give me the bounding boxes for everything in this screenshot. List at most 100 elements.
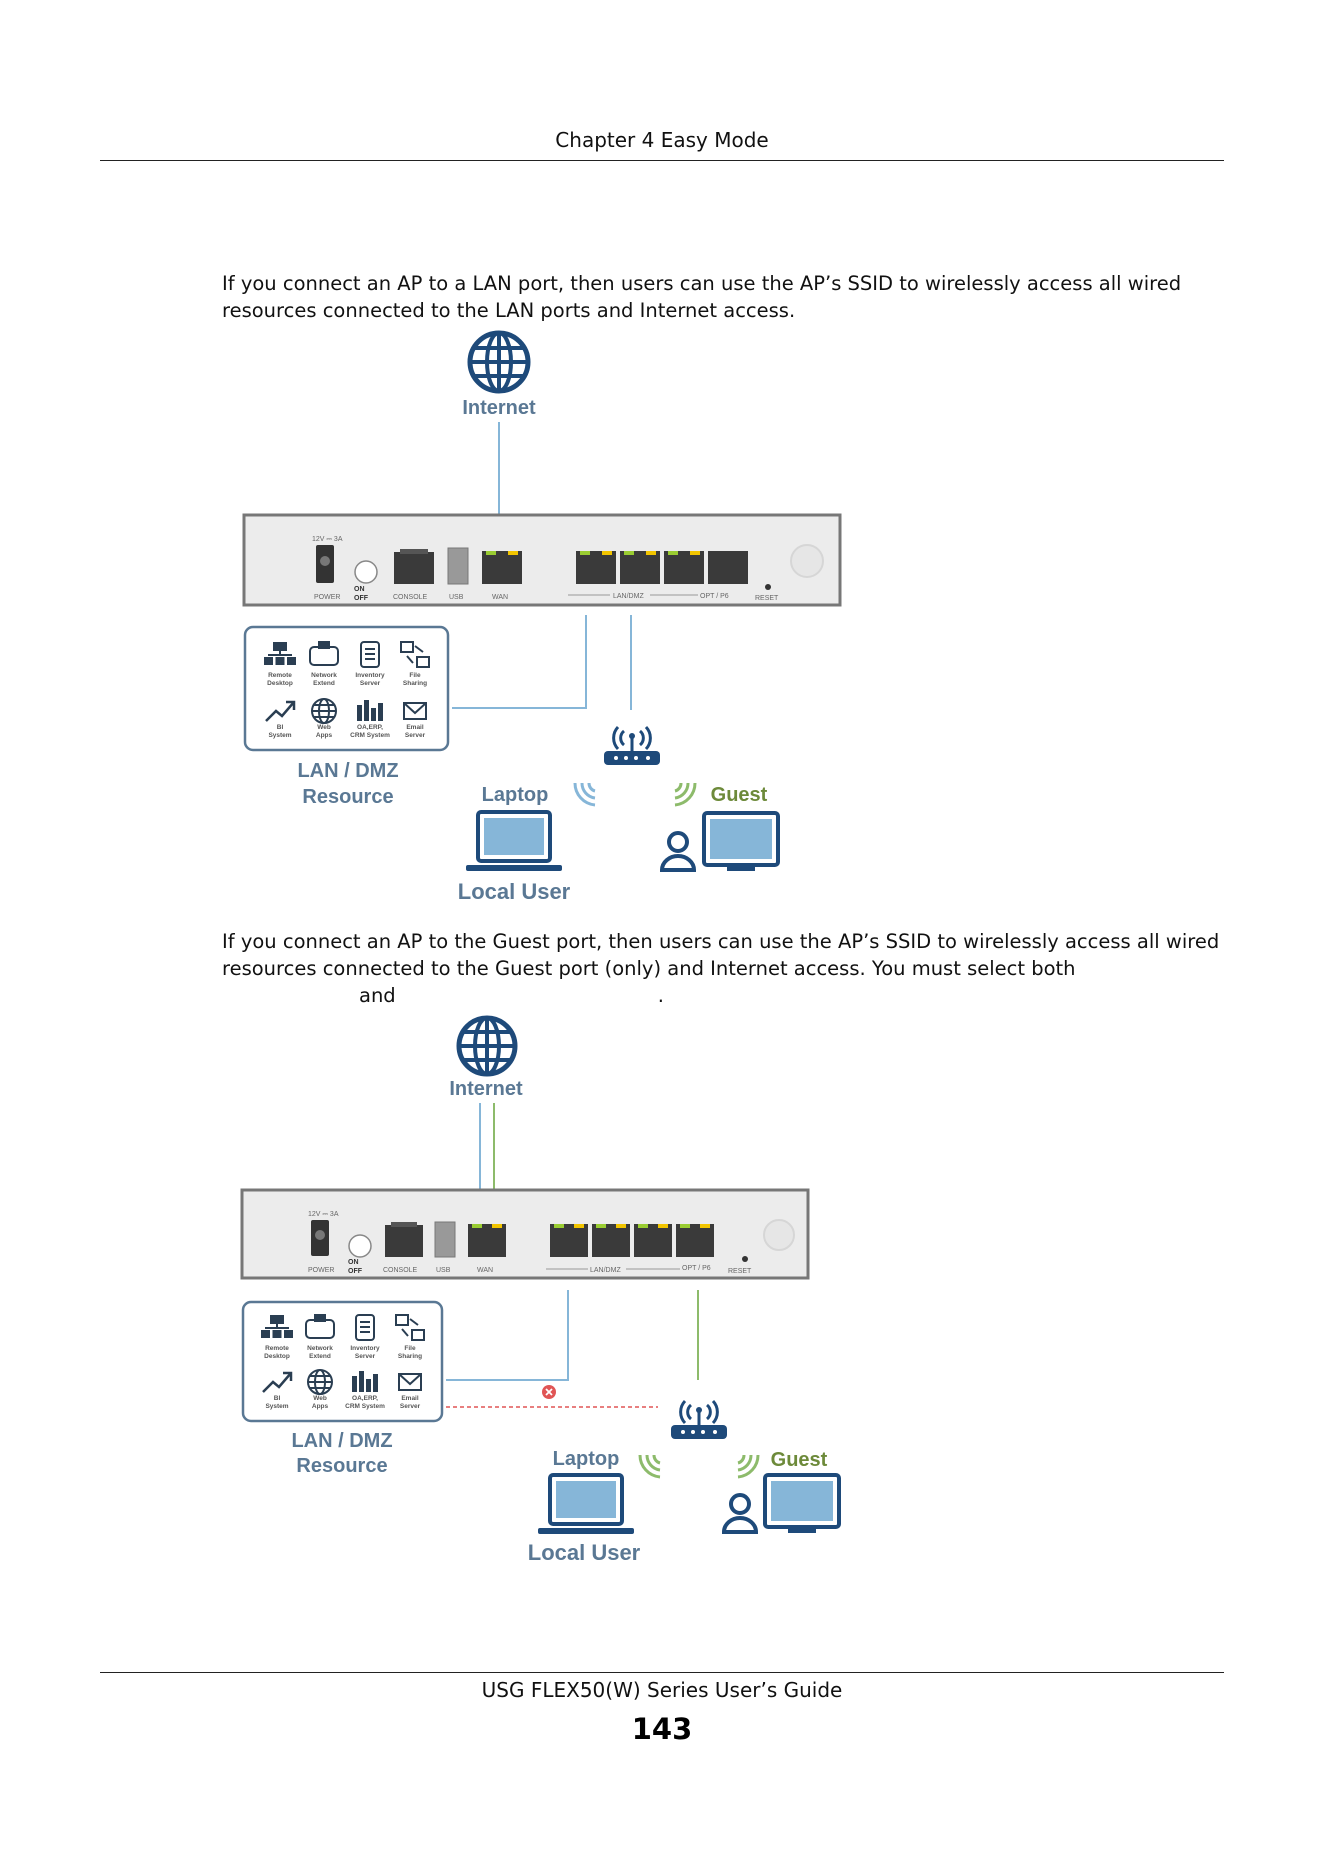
resource-label: Server	[400, 1403, 421, 1410]
server-doc-icon	[360, 641, 380, 668]
file-sharing-icon	[400, 641, 430, 668]
power-rating-label: 12V ⎓ 3A	[308, 1211, 339, 1218]
opt-label: OPT / P6	[700, 593, 729, 600]
power-switch-icon	[354, 560, 378, 584]
resource-label: OA,ERP,	[357, 724, 383, 731]
envelope-icon	[398, 1373, 422, 1391]
wan-label: WAN	[492, 594, 508, 601]
paragraph-line: If you connect an AP to a LAN port, then…	[222, 272, 1182, 295]
globe-icon	[467, 330, 531, 394]
laptop-label: Laptop	[482, 784, 549, 806]
lan-resource-link-line	[452, 615, 587, 709]
resource-label: File	[409, 672, 421, 679]
file-sharing-icon	[395, 1314, 425, 1341]
local-user-label: Local User	[458, 879, 571, 904]
trend-chart-icon	[262, 1371, 293, 1393]
lan-dmz-resource-box: Remote Desktop Network Extend Inventory …	[243, 625, 450, 752]
lan-dmz-label: LAN/DMZ	[613, 593, 644, 600]
laptop-label: Laptop	[553, 1448, 620, 1470]
resource-title: LAN / DMZ	[297, 760, 398, 782]
reset-label: RESET	[728, 1268, 752, 1275]
on-label: ON	[354, 586, 365, 593]
resource-label: BI	[277, 724, 284, 731]
on-label: ON	[348, 1259, 359, 1266]
resource-label: Server	[355, 1353, 376, 1360]
resource-label: CRM System	[345, 1403, 385, 1410]
resource-label: Web	[313, 1395, 327, 1402]
wifi-signal-left-icon	[638, 1454, 661, 1479]
power-label: POWER	[314, 594, 340, 601]
opt-port-icon	[708, 551, 748, 584]
period-text: .	[657, 984, 664, 1007]
network-tree-icon	[264, 642, 296, 665]
lan-dmz-ports	[550, 1224, 672, 1257]
user-icon	[659, 831, 697, 872]
user-icon	[721, 1493, 759, 1534]
resource-label: Email	[406, 724, 424, 731]
resource-label: Email	[401, 1395, 419, 1402]
guide-title: USG FLEX50(W) Series User’s Guide	[481, 1678, 843, 1702]
resource-label: System	[268, 732, 291, 739]
resource-label: Web	[317, 724, 331, 731]
resource-label: Sharing	[398, 1353, 422, 1360]
guest-port-diagram: Internet 12V ⎓ 3A POWER ON OFF CONSOLE U…	[228, 1005, 868, 1589]
paragraph-line: If you connect an AP to the Guest port, …	[222, 930, 1220, 953]
trend-chart-icon	[265, 700, 296, 722]
globe-icon	[456, 1015, 518, 1077]
resource-label: Server	[360, 680, 381, 687]
firewall-device: 12V ⎓ 3A POWER ON OFF CONSOLE USB WAN LA…	[240, 1188, 810, 1280]
network-tree-icon	[261, 1315, 293, 1338]
globe-icon	[311, 698, 337, 724]
laptop-icon	[466, 810, 562, 871]
paragraph-guest-port: If you connect an AP to the Guest port, …	[222, 928, 1222, 1009]
usb-label: USB	[449, 594, 464, 601]
resource-label: Inventory	[350, 1345, 380, 1352]
resource-label: Sharing	[403, 680, 427, 687]
resource-label: Server	[405, 732, 426, 739]
wifi-signal-left-icon	[573, 782, 596, 807]
lan-dmz-ports	[576, 551, 704, 584]
bar-chart-icon	[357, 700, 383, 721]
reset-button-icon	[765, 584, 771, 590]
paragraph-line: and.	[222, 982, 1222, 1009]
console-label: CONSOLE	[383, 1267, 418, 1274]
blocked-icon	[542, 1385, 556, 1399]
internet-label: Internet	[449, 1078, 523, 1100]
wifi-signal-right-icon	[674, 782, 697, 807]
resource-label: Apps	[312, 1403, 329, 1410]
laptop-icon	[538, 1473, 634, 1534]
resource-subtitle: Resource	[296, 1455, 387, 1477]
bar-chart-icon	[352, 1371, 378, 1392]
wan-label: WAN	[477, 1267, 493, 1274]
opt-label: OPT / P6	[682, 1265, 711, 1272]
usb-port-icon	[434, 1221, 456, 1258]
reset-button-icon	[742, 1256, 748, 1262]
reset-label: RESET	[755, 595, 779, 602]
resource-label: Extend	[313, 680, 335, 687]
console-port-icon	[394, 552, 434, 584]
wifi-signal-right-icon	[737, 1454, 760, 1479]
lan-resource-link-line	[446, 1290, 569, 1381]
resource-label: Extend	[309, 1353, 331, 1360]
opt-port-icon	[676, 1224, 714, 1257]
cloud-icon	[305, 1314, 335, 1339]
off-label: OFF	[348, 1268, 363, 1275]
monitor-icon	[702, 811, 780, 871]
diagram-1-svg: Internet 12V ⎓ 3A POWER ON OFF CONSOLE U…	[242, 330, 842, 904]
usb-label: USB	[436, 1267, 451, 1274]
off-label: OFF	[354, 595, 369, 602]
paragraph-line: resources connected to the LAN ports and…	[222, 299, 796, 322]
wan-port-icon	[482, 551, 522, 584]
resource-label: File	[404, 1345, 416, 1352]
resource-label: BI	[274, 1395, 281, 1402]
local-user-label: Local User	[528, 1540, 641, 1565]
access-point-icon	[671, 1399, 727, 1439]
console-label: CONSOLE	[393, 594, 428, 601]
internet-label: Internet	[462, 397, 536, 419]
server-doc-icon	[355, 1314, 375, 1341]
resource-title: LAN / DMZ	[291, 1430, 392, 1452]
monitor-icon	[763, 1473, 841, 1533]
resource-label: Desktop	[264, 1353, 290, 1360]
resource-label: Network	[311, 672, 337, 679]
lan-dmz-resource-box: Remote Desktop Network Extend Inventory …	[241, 1300, 444, 1423]
